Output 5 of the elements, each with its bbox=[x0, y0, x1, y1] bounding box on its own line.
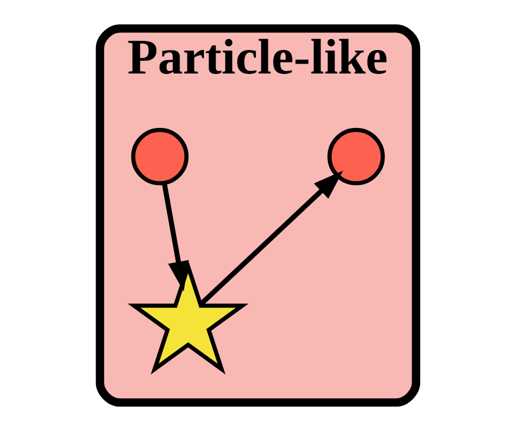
arrow bbox=[162, 182, 189, 292]
arrow bbox=[198, 170, 344, 306]
node-circle bbox=[327, 128, 385, 186]
node-circle bbox=[131, 128, 189, 186]
cluster: Particle-like bbox=[96, 24, 420, 407]
